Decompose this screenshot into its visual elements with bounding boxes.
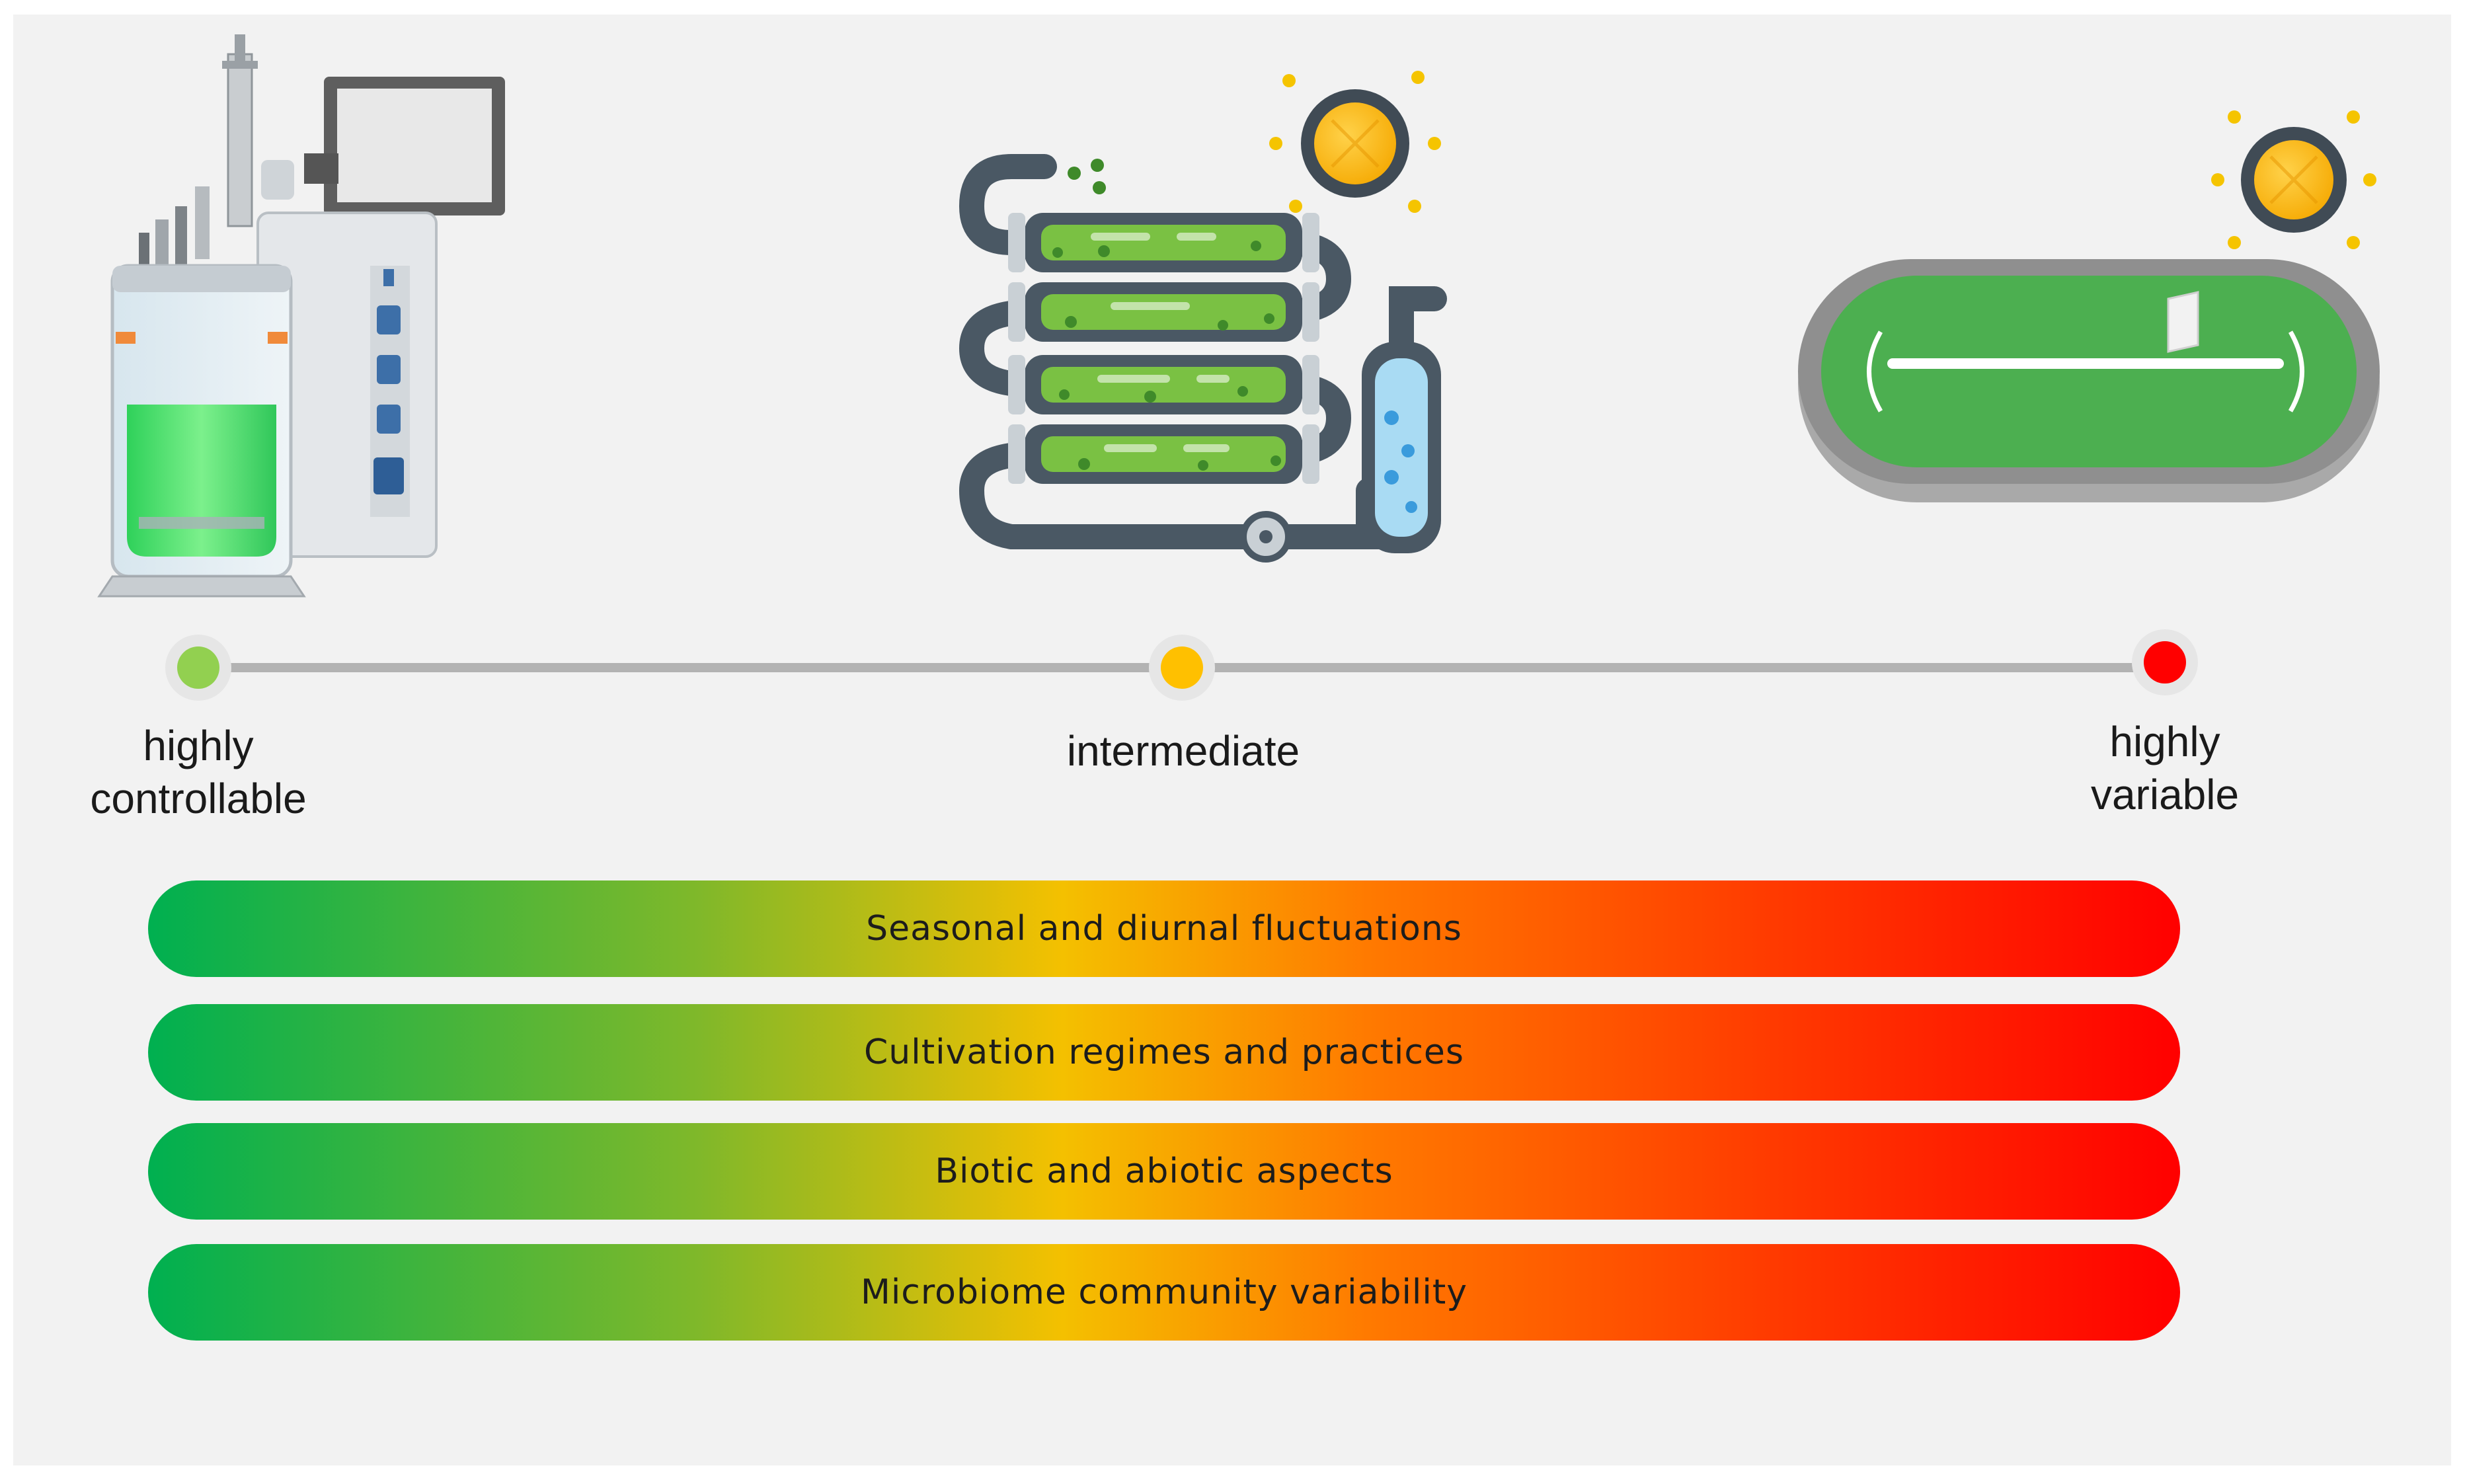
sun-icon: [2211, 110, 2376, 249]
bioreactor-illustration: [97, 34, 505, 598]
high-marker: [2144, 641, 2186, 683]
label-highly-controllable: highly controllable: [90, 722, 307, 822]
factor-label: Microbiome community variability: [860, 1272, 1467, 1312]
illustrations-layer: [97, 34, 2380, 701]
factor-bar-microbiome: Microbiome community variability: [148, 1244, 2180, 1341]
factor-bar-cultivation: Cultivation regimes and practices: [148, 1004, 2180, 1101]
controllability-scale: [165, 629, 2198, 701]
factor-bar-biotic-abiotic: Biotic and abiotic aspects: [148, 1123, 2180, 1220]
factor-label: Cultivation regimes and practices: [864, 1033, 1464, 1072]
factor-bar-seasonal: Seasonal and diurnal fluctuations: [148, 880, 2180, 977]
low-marker: [177, 646, 219, 689]
diagram-canvas: highly controllable intermediate highly …: [13, 15, 2451, 1465]
photobioreactor-illustration: [959, 71, 1447, 563]
sun-icon: [1269, 71, 1441, 213]
factor-label: Biotic and abiotic aspects: [935, 1152, 1393, 1191]
label-intermediate: intermediate: [1066, 727, 1300, 775]
label-highly-variable: highly variable: [2090, 718, 2240, 818]
raceway-pond-illustration: [1798, 110, 2380, 502]
mid-marker: [1161, 646, 1203, 689]
factor-label: Seasonal and diurnal fluctuations: [866, 909, 1462, 949]
